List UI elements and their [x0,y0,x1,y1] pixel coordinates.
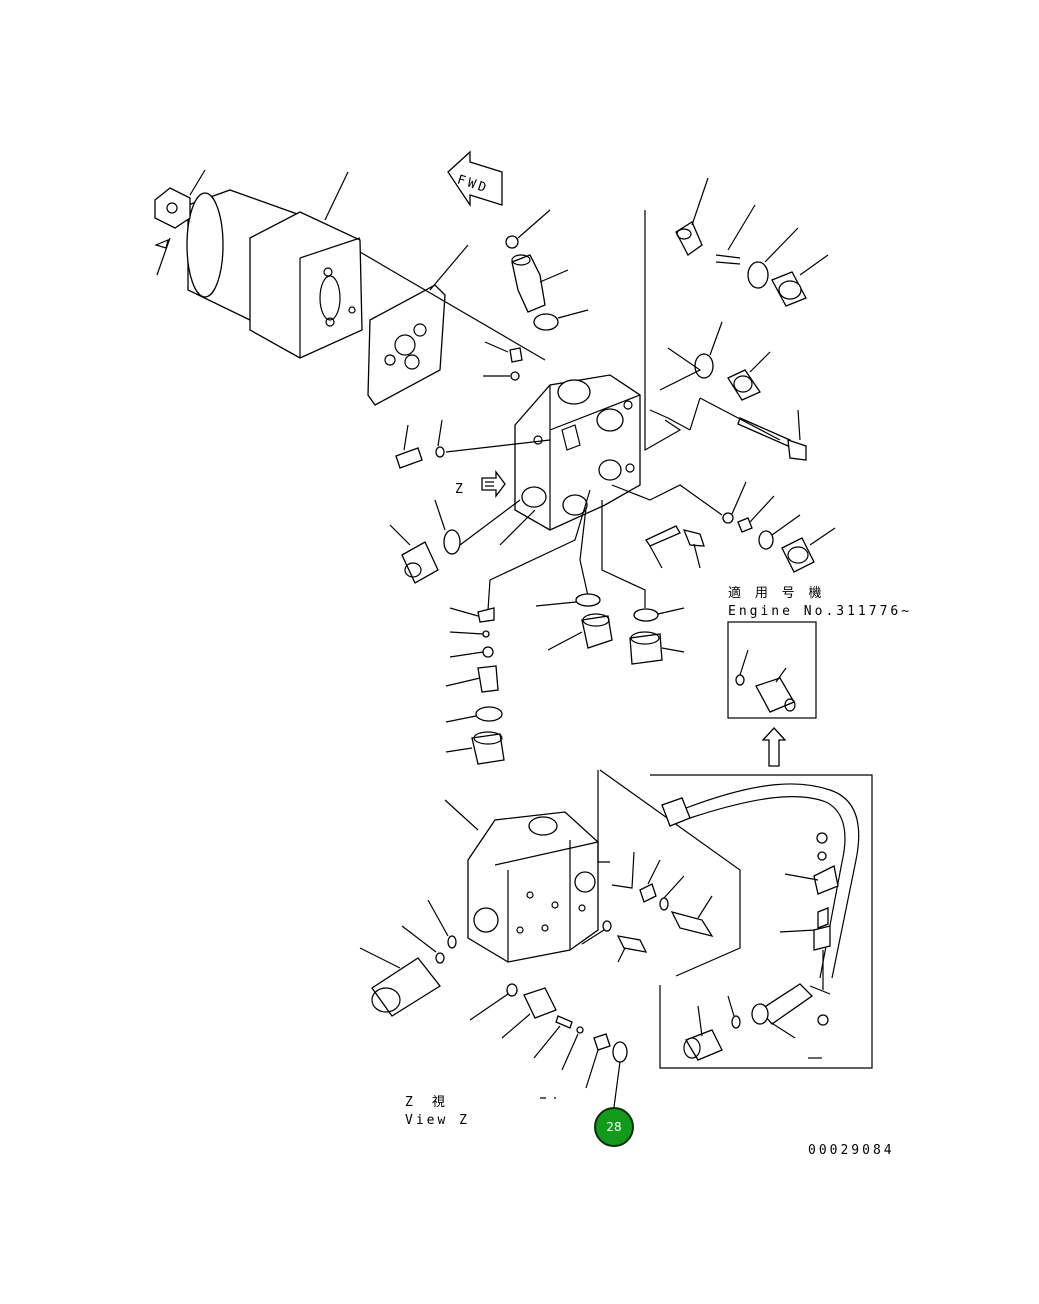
view-z-label-jp: Z 視 [405,1095,448,1110]
plug-center [535,500,685,665]
gasket [367,284,446,406]
plug-left [389,499,536,584]
key-pin [154,238,169,249]
inset-box-engine [727,621,817,719]
hollow-up-arrow [761,727,787,767]
solenoid-cartridge [359,899,457,1017]
pump-body [186,189,363,359]
pump-end-cap [154,187,191,229]
view-z-fittings-right [469,851,714,1089]
right-lower-fittings [611,481,836,573]
callout-number: 28 [606,1120,622,1134]
fwd-arrow: FWD [447,150,503,208]
view-z-block [444,799,599,963]
z-marker: Z [455,482,466,497]
right-fitting-stack [644,177,829,461]
view-z-label-en: View Z [405,1113,470,1128]
fitting-stack-top [483,209,589,381]
inset-box-pipe [650,774,873,1069]
drawing-number: 00029084 [808,1143,895,1158]
part-callout-28[interactable]: 28 [594,1107,634,1147]
union-fitting-left [395,419,551,469]
view-z-arrow [481,470,506,498]
relief-valve-stack [445,489,591,765]
applicable-label-en: Engine No.311776~ [728,604,912,619]
applicable-label-jp: 適 用 号 機 [728,585,824,601]
valve-block-main [514,374,641,531]
